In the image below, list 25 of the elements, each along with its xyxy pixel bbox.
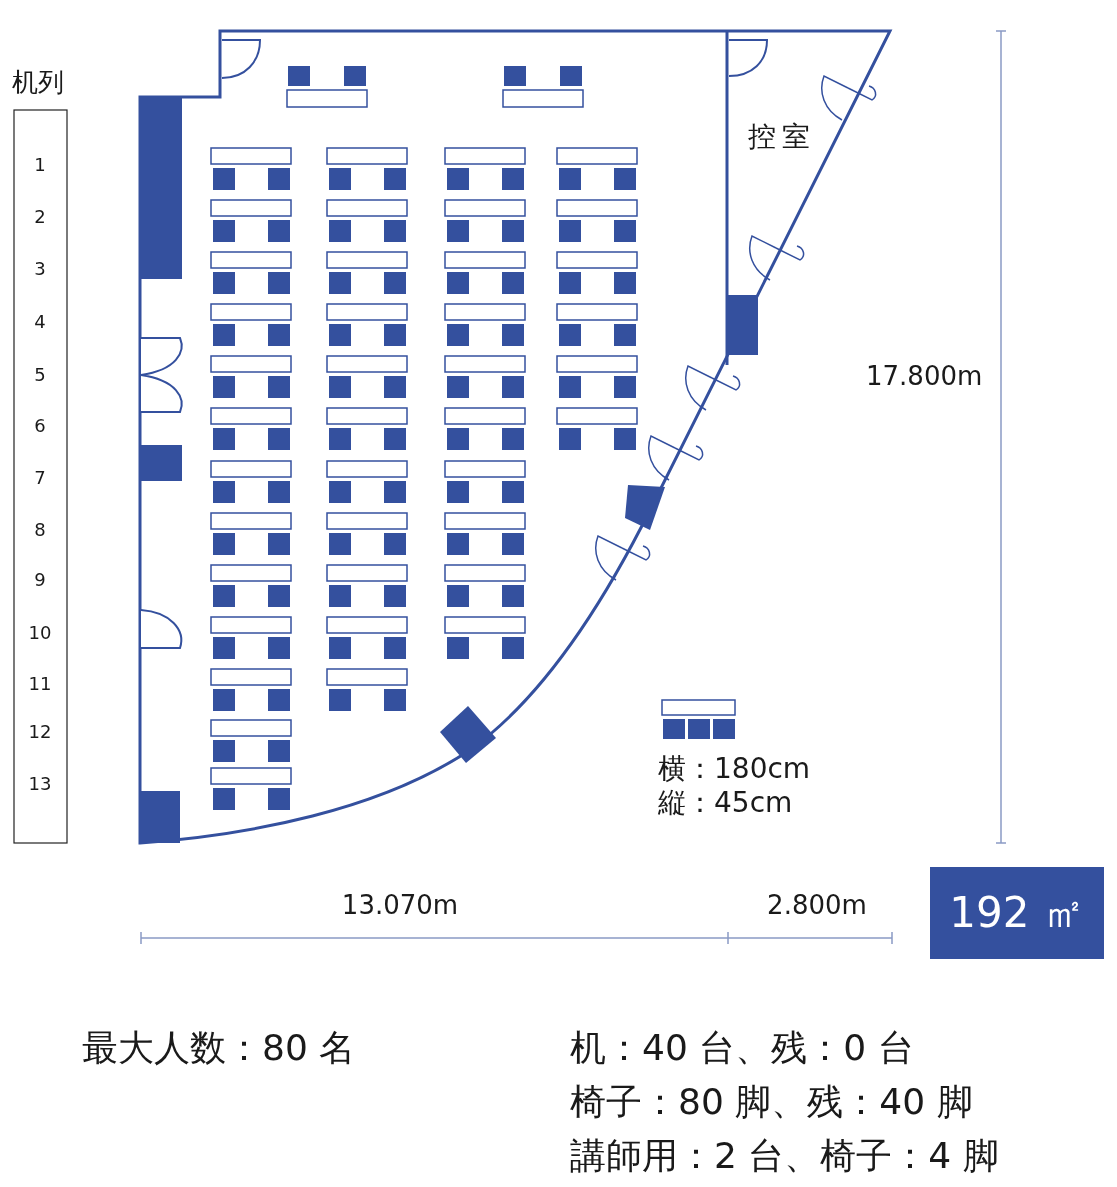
dimension-label: 17.800m (866, 362, 983, 391)
equipment-note: 講師用：2 台、椅子：4 脚 (570, 1136, 999, 1176)
row-number: 5 (34, 365, 46, 385)
equipment-note: 椅子：80 脚、残：40 脚 (570, 1082, 973, 1122)
equipment-note: 机：40 台、残：0 台 (570, 1028, 914, 1068)
size-note: 縦：45cm (658, 788, 793, 819)
row-number: 12 (28, 722, 52, 742)
row-number: 4 (34, 312, 46, 332)
row-number: 10 (28, 623, 52, 643)
column-heading: 机列 (12, 68, 64, 97)
row-number: 13 (28, 774, 52, 794)
row-number: 1 (34, 155, 46, 175)
row-number: 7 (34, 468, 46, 488)
area-box: 192 ㎡ (930, 867, 1104, 959)
row-number: 8 (34, 520, 46, 540)
capacity-note: 最大人数：80 名 (82, 1028, 356, 1068)
row-number: 11 (28, 674, 52, 694)
row-number: 3 (34, 259, 46, 279)
dimension-label: 13.070m (341, 891, 459, 920)
row-number: 2 (34, 207, 46, 227)
room-label: 控室 (748, 122, 816, 153)
size-note: 横：180cm (658, 754, 811, 785)
row-number: 6 (34, 416, 46, 436)
dimension-label: 2.800m (767, 891, 867, 920)
row-number: 9 (34, 570, 46, 590)
